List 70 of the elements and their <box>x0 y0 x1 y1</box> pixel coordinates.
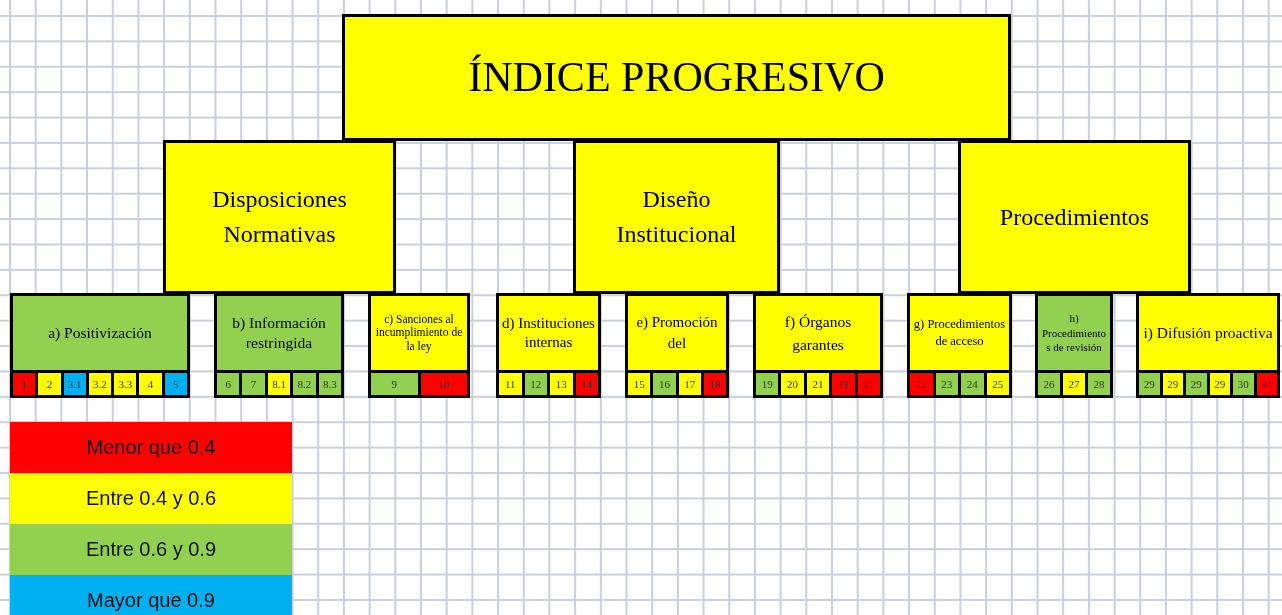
heading-box <box>342 14 1011 141</box>
indicator-cell: 13 <box>550 373 573 395</box>
indicator-cell: 11 <box>499 373 522 395</box>
indicator-cell: 8.2 <box>293 373 316 395</box>
indicator-cell: 22 <box>910 373 933 395</box>
indicator-cell: 9 <box>371 373 418 395</box>
box-title: Diseño Institucional <box>615 185 738 249</box>
indicator-cell: 23 <box>935 373 958 395</box>
indicator-cell: 21 <box>832 373 855 395</box>
indicator-cell: 26 <box>1038 373 1060 395</box>
category-box <box>1136 293 1280 398</box>
indicator-cell: 28 <box>1088 373 1110 395</box>
box-title: d) Instituciones internas <box>502 313 595 352</box>
indicator-cell: 1 <box>13 373 36 395</box>
indicator-cell: 29 <box>1186 373 1207 395</box>
indicator-cell: 29 <box>1162 373 1183 395</box>
category-box <box>214 293 344 398</box>
legend-entry: Entre 0.4 y 0.6 <box>10 473 292 524</box>
indicator-cell: 7 <box>242 373 265 395</box>
indicator-cell: 3.3 <box>114 373 137 395</box>
indicator-cell: 14 <box>575 373 598 395</box>
indicator-cell: 2 <box>38 373 61 395</box>
indicator-cell: 29 <box>1209 373 1230 395</box>
heading-box <box>573 140 780 294</box>
box-title: a) Positivización <box>48 322 152 343</box>
category-box <box>625 293 729 398</box>
category-box <box>1035 293 1113 398</box>
indicator-cell: 27 <box>1063 373 1085 395</box>
indicator-cell: 4 <box>139 373 162 395</box>
indicator-cell: 3.2 <box>88 373 112 395</box>
indicator-cell: 5 <box>164 373 187 395</box>
indicator-cell: 18 <box>703 373 726 395</box>
box-title: e) Promoción del <box>635 313 719 353</box>
indicator-cell: 21 <box>857 373 881 395</box>
indicator-cell: 20 <box>781 373 804 395</box>
box-title: g) Procedimientos de acceso <box>913 315 1006 350</box>
category-box <box>368 293 470 398</box>
indicator-cell: 8.3 <box>318 373 342 395</box>
box-title: h) Procedimientos de revisión <box>1041 310 1107 356</box>
indicator-cell: 19 <box>756 373 779 395</box>
indicator-cell: 17 <box>678 373 701 395</box>
box-title: i) Difusión proactiva <box>1143 323 1273 344</box>
indicator-cell: 24 <box>961 373 984 395</box>
indicator-cell: 31 <box>1256 373 1277 395</box>
category-box <box>496 293 601 398</box>
indicator-cell: 6 <box>217 373 240 395</box>
legend-entry: Mayor que 0.9 <box>10 575 292 615</box>
legend-entry: Menor que 0.4 <box>10 422 292 473</box>
category-box <box>907 293 1012 398</box>
indicator-cell: 30 <box>1233 373 1254 395</box>
indicator-cell: 29 <box>1139 373 1160 395</box>
category-box <box>753 293 883 398</box>
indicator-cell: 15 <box>628 373 651 395</box>
legend-entry: Entre 0.6 y 0.9 <box>10 524 292 575</box>
box-title: b) Información restringida <box>231 312 327 353</box>
box-title: ÍNDICE PROGRESIVO <box>468 54 885 101</box>
category-box <box>10 293 190 398</box>
heading-box <box>958 140 1191 294</box>
indicator-cell: 21 <box>806 373 830 395</box>
box-title: Procedimientos <box>999 202 1150 232</box>
indicator-cell: 10 <box>420 373 467 395</box>
indicator-cell: 12 <box>524 373 547 395</box>
indicator-cell: 16 <box>653 373 676 395</box>
indicator-cell: 3.1 <box>63 373 86 395</box>
heading-box <box>163 140 396 294</box>
indicator-cell: 8.1 <box>267 373 291 395</box>
indicator-cell: 25 <box>986 373 1009 395</box>
box-title: Disposiciones Normativas <box>211 185 348 249</box>
box-title: f) Órganos garantes <box>783 311 853 355</box>
box-title: c) Sanciones al incumplimiento de la ley <box>374 313 464 353</box>
